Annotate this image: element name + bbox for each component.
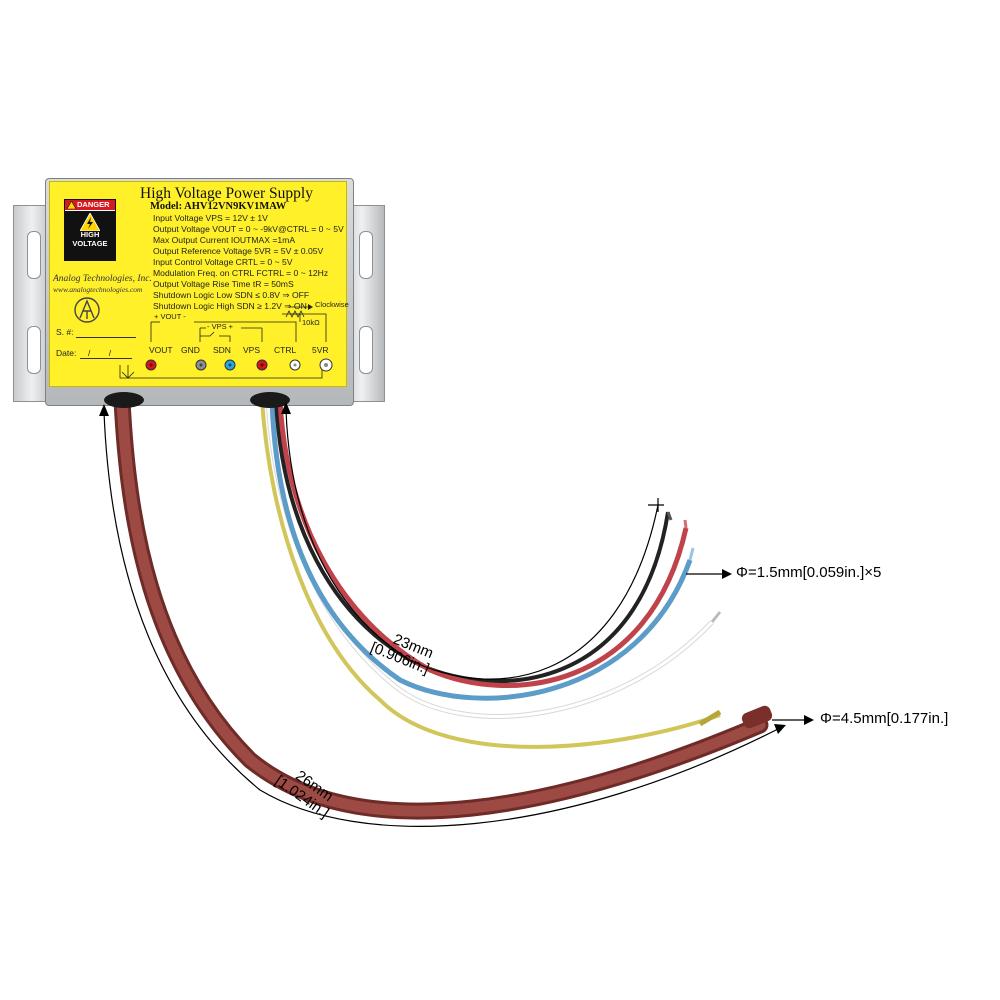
terminal-label-gnd: GND <box>181 345 200 355</box>
white-wire-tip <box>710 611 722 623</box>
spec-line: Output Voltage VOUT = 0 ~ -9kV@CTRL = 0 … <box>153 224 344 234</box>
black-wire <box>274 399 670 684</box>
high-voltage-icon <box>80 213 100 231</box>
terminal-label-vout: VOUT <box>149 345 173 355</box>
clockwise-label: Clockwise <box>315 300 349 309</box>
vps-bracket-label: - VPS + <box>207 322 234 331</box>
terminal-label-5vr: 5VR <box>312 345 329 355</box>
company-logo-icon <box>74 297 100 323</box>
warning-triangle-icon <box>67 201 76 209</box>
spec-line: Modulation Freq. on CTRL FCTRL = 0 ~ 12H… <box>153 268 329 278</box>
terminal-label-sdn: SDN <box>213 345 231 355</box>
white-wire <box>265 399 714 719</box>
blue-wire <box>269 399 693 701</box>
danger-sign: DANGER HIGH VOLTAGE <box>64 199 116 261</box>
terminal-label-vps: VPS <box>243 345 261 355</box>
mounting-slot <box>27 326 41 374</box>
date-label: Date: <box>56 348 77 358</box>
serial-line <box>76 337 136 338</box>
spec-line: Input Voltage VPS = 12V ± 1V <box>153 213 268 223</box>
module-title: High Voltage Power Supply <box>140 185 313 202</box>
date-line <box>80 358 132 359</box>
pot-value-label: 10kΩ <box>302 318 320 327</box>
danger-body <box>65 211 115 260</box>
hv-output-wire <box>113 391 769 820</box>
spec-line: Shutdown Logic High SDN ≥ 1.2V ⇒ ON <box>153 301 307 311</box>
spec-line: Input Control Voltage CRTL = 0 ~ 5V <box>153 257 293 267</box>
spec-line: Output Voltage Rise Time tR = 50mS <box>153 279 294 289</box>
mounting-slot <box>27 231 41 279</box>
spec-line: Output Reference Voltage 5VR = 5V ± 0.05… <box>153 246 324 256</box>
thick-wire-diameter-label: Φ=4.5mm[0.177in.] <box>820 710 949 727</box>
danger-text: HIGH VOLTAGE <box>72 230 108 248</box>
red-wire-tip <box>683 519 688 529</box>
white-wire-inner <box>266 399 714 718</box>
spec-line: Max Output Current IOUTMAX =1mA <box>153 235 296 245</box>
module-label: High Voltage Power Supply Model: AHV12VN… <box>49 181 349 387</box>
vout-arrow-icon <box>121 365 135 379</box>
thin-wire-diameter-label: Φ=1.5mm[0.059in.]×5 <box>736 564 882 581</box>
terminal-posts <box>145 358 333 372</box>
blue-wire-tip <box>688 547 695 561</box>
mounting-slot <box>359 326 373 374</box>
mounting-slot <box>359 231 373 279</box>
serial-label: S. #: <box>56 327 74 337</box>
module-model: Model: AHV12VN9KV1MAW <box>150 201 287 212</box>
date-placeholder: / / <box>88 348 120 358</box>
terminal-label-ctrl: CTRL <box>274 345 297 355</box>
spec-line: Shutdown Logic Low SDN ≤ 0.8V ⇒ OFF <box>153 290 310 300</box>
danger-header: DANGER <box>65 200 115 210</box>
hv-output-wire-highlight <box>116 394 766 817</box>
vout-bracket-label: + VOUT - <box>154 312 186 321</box>
terminal-schematic <box>119 304 327 379</box>
red-wire <box>277 399 689 688</box>
company-website: www.analogtechnologies.com <box>53 285 143 294</box>
potentiometer-icon <box>285 310 305 318</box>
company-name: Analog Technologies, Inc. <box>53 274 152 284</box>
